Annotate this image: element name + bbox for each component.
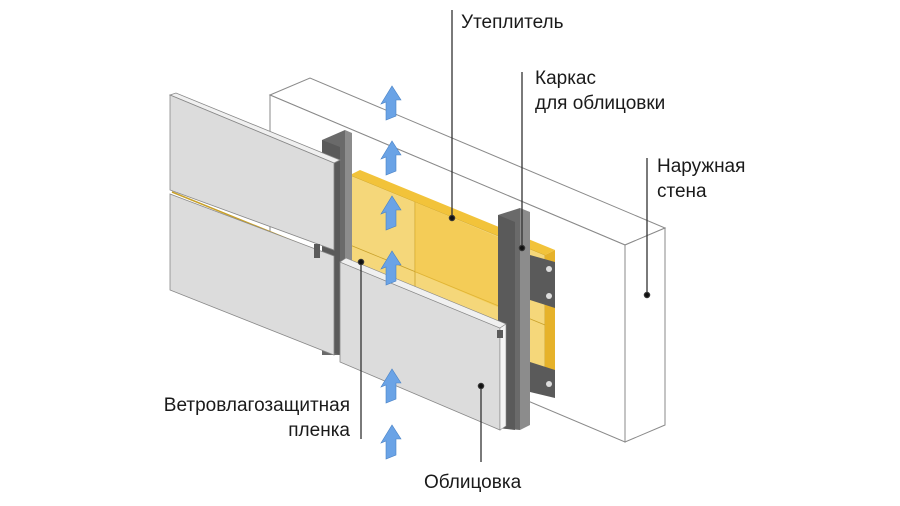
label-exterior-wall: Наружная стена — [657, 154, 745, 204]
label-frame: Каркас для облицовки — [535, 66, 665, 116]
right-profile — [498, 208, 555, 430]
airflow-arrows — [380, 85, 402, 460]
label-wall-line1: Наружная — [657, 156, 746, 177]
leader-lines — [357, 10, 651, 462]
label-wall-line2: стена — [657, 181, 707, 202]
label-membrane: Ветровлагозащитная пленка — [110, 393, 350, 443]
up-arrow-icon — [380, 424, 402, 460]
up-arrow-icon — [380, 85, 402, 121]
label-frame-line1: Каркас — [535, 68, 596, 89]
label-cladding: Облицовка — [424, 472, 522, 493]
up-arrow-icon — [380, 250, 402, 286]
label-frame-line2: для облицовки — [535, 93, 666, 114]
label-membrane-line2: пленка — [288, 420, 350, 441]
label-insulation: Утеплитель — [461, 12, 564, 33]
up-arrow-icon — [380, 195, 402, 231]
cladding-panels — [168, 92, 507, 431]
up-arrow-icon — [380, 140, 402, 176]
label-membrane-line1: Ветровлагозащитная — [163, 395, 350, 416]
up-arrow-icon — [380, 368, 402, 404]
